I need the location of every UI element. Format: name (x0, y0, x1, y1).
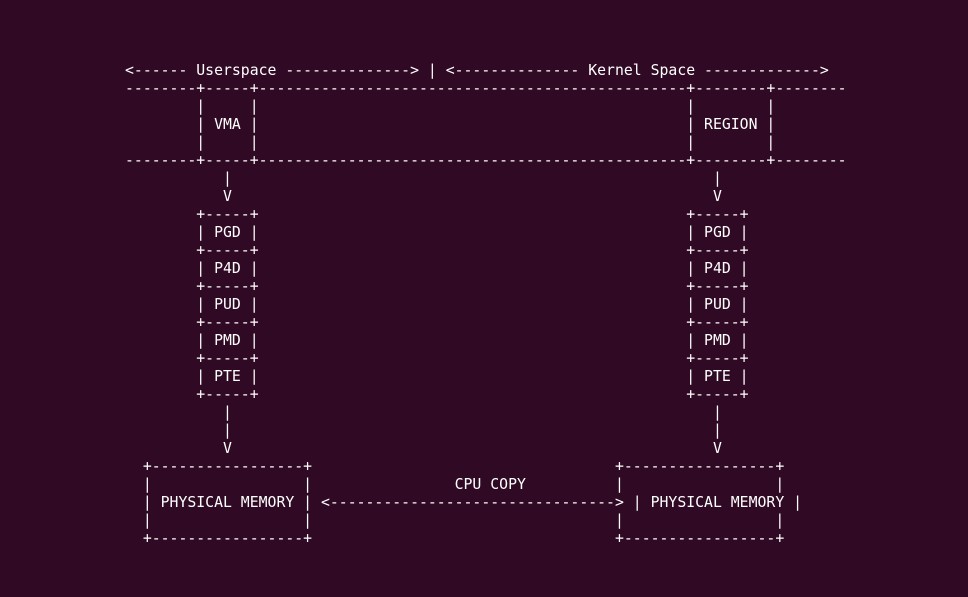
diagram-line-bottom-divider: --------+-----+-------------------------… (125, 152, 847, 169)
diagram-line-box-border: +-----+ +-----+ (125, 350, 749, 367)
diagram-line-top-divider: --------+-----+-------------------------… (125, 80, 847, 97)
diagram-line-vma-region: | VMA | | REGION | (125, 116, 776, 133)
diagram-line-arrow-stem: | | (125, 404, 722, 421)
diagram-line-arrow-stem: | | (125, 422, 722, 439)
diagram-line-pud: | PUD | | PUD | (125, 296, 749, 313)
diagram-line-arrow-stem: | | (125, 170, 722, 187)
diagram-line-pmd: | PMD | | PMD | (125, 332, 749, 349)
diagram-line-p4d: | P4D | | P4D | (125, 260, 749, 277)
diagram-line: | | | | (125, 98, 776, 115)
diagram-line-header: <------ Userspace --------------> | <---… (125, 62, 829, 79)
diagram-line-pte: | PTE | | PTE | (125, 368, 749, 385)
diagram-line-box-border: +-----+ +-----+ (125, 314, 749, 331)
diagram-line-memory-top: +-----------------+ +-----------------+ (125, 458, 785, 475)
diagram-line-box-border: +-----+ +-----+ (125, 206, 749, 223)
ascii-memory-diagram: <------ Userspace --------------> | <---… (125, 62, 847, 548)
diagram-line-box-border: +-----+ +-----+ (125, 278, 749, 295)
diagram-line: | | | | (125, 134, 776, 151)
diagram-line-memory-side: | | | | (125, 512, 785, 529)
diagram-line-arrow-head: V V (125, 440, 722, 457)
diagram-line-arrow-head: V V (125, 188, 722, 205)
diagram-line-memory-bottom: +-----------------+ +-----------------+ (125, 530, 785, 547)
diagram-line-pgd: | PGD | | PGD | (125, 224, 749, 241)
diagram-line-physical-memory: | PHYSICAL MEMORY | <-------------------… (125, 494, 803, 511)
diagram-line-cpu-copy: | | CPU COPY | | (125, 476, 785, 493)
diagram-line-box-border: +-----+ +-----+ (125, 242, 749, 259)
diagram-line-box-border: +-----+ +-----+ (125, 386, 749, 403)
